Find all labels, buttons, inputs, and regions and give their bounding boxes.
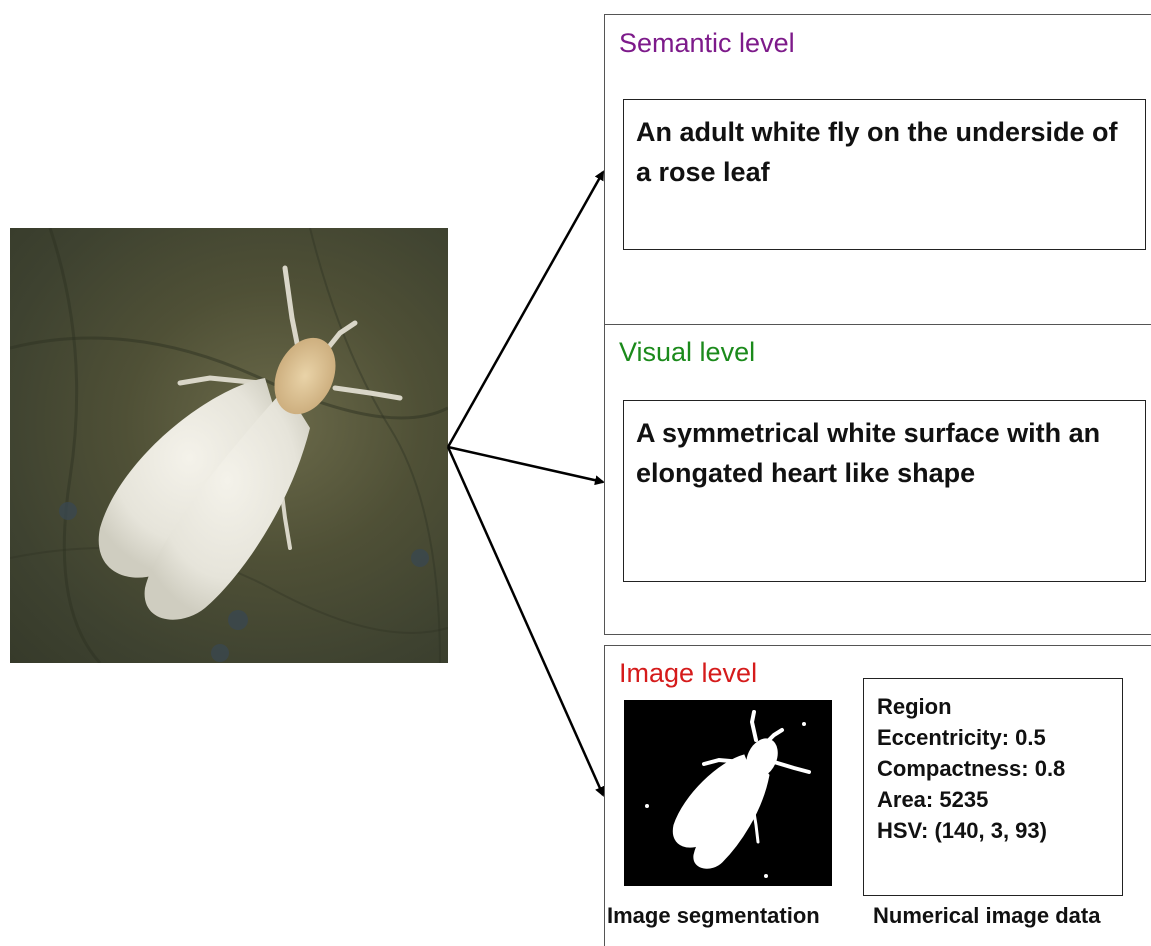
caption-numerical-image-data: Numerical image data (873, 905, 1100, 927)
visual-description: A symmetrical white surface with an elon… (636, 413, 1136, 493)
arrow-to-image (448, 447, 603, 795)
segmentation-mask (624, 700, 832, 886)
semantic-description: An adult white fly on the underside of a… (636, 112, 1136, 192)
data-region-label: Region (877, 691, 1065, 722)
semantic-level-title: Semantic level (619, 30, 795, 57)
data-area: Area: 5235 (877, 784, 1065, 815)
data-hsv: HSV: (140, 3, 93) (877, 815, 1065, 846)
numerical-data-box: Region Eccentricity: 0.5 Compactness: 0.… (863, 678, 1123, 896)
whitefly-photo-graphic (10, 228, 448, 663)
image-level-title: Image level (619, 660, 757, 687)
arrow-to-semantic (448, 172, 603, 447)
numerical-data-list: Region Eccentricity: 0.5 Compactness: 0.… (877, 691, 1065, 846)
data-eccentricity: Eccentricity: 0.5 (877, 722, 1065, 753)
semantic-description-box: An adult white fly on the underside of a… (623, 99, 1146, 250)
whitefly-photo (10, 228, 448, 663)
data-compactness: Compactness: 0.8 (877, 753, 1065, 784)
visual-description-box: A symmetrical white surface with an elon… (623, 400, 1146, 582)
visual-level-title: Visual level (619, 339, 755, 366)
arrow-to-visual (448, 447, 603, 482)
caption-image-segmentation: Image segmentation (607, 905, 820, 927)
segmentation-image (624, 700, 832, 886)
